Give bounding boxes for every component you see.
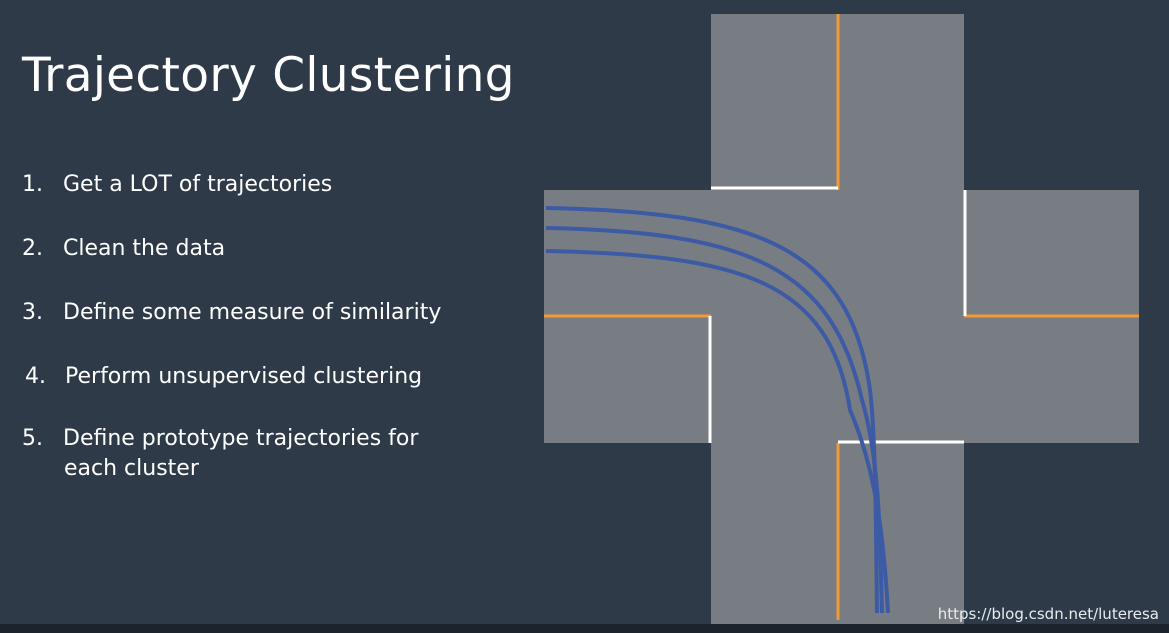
step-number: 4. <box>25 364 46 389</box>
step-number: 5. <box>22 426 43 451</box>
step-text: Define prototype trajectories for <box>63 426 419 451</box>
step-text: Perform unsupervised clustering <box>65 364 423 389</box>
trajectory-line <box>545 249 890 614</box>
watermark-url: https://blog.csdn.net/luteresa <box>937 605 1159 623</box>
step-number: 3. <box>22 300 43 325</box>
bottom-bar <box>0 624 1169 633</box>
step-text: Define some measure of similarity <box>63 300 442 325</box>
step-text: Get a LOT of trajectories <box>63 172 333 197</box>
trajectory-line <box>545 206 879 614</box>
step-number: 1. <box>22 172 43 197</box>
step-number: 2. <box>22 236 43 261</box>
step-text-continued: each cluster <box>64 456 199 481</box>
step-text: Clean the data <box>63 236 226 261</box>
slide-title: Trajectory Clustering <box>22 48 515 103</box>
